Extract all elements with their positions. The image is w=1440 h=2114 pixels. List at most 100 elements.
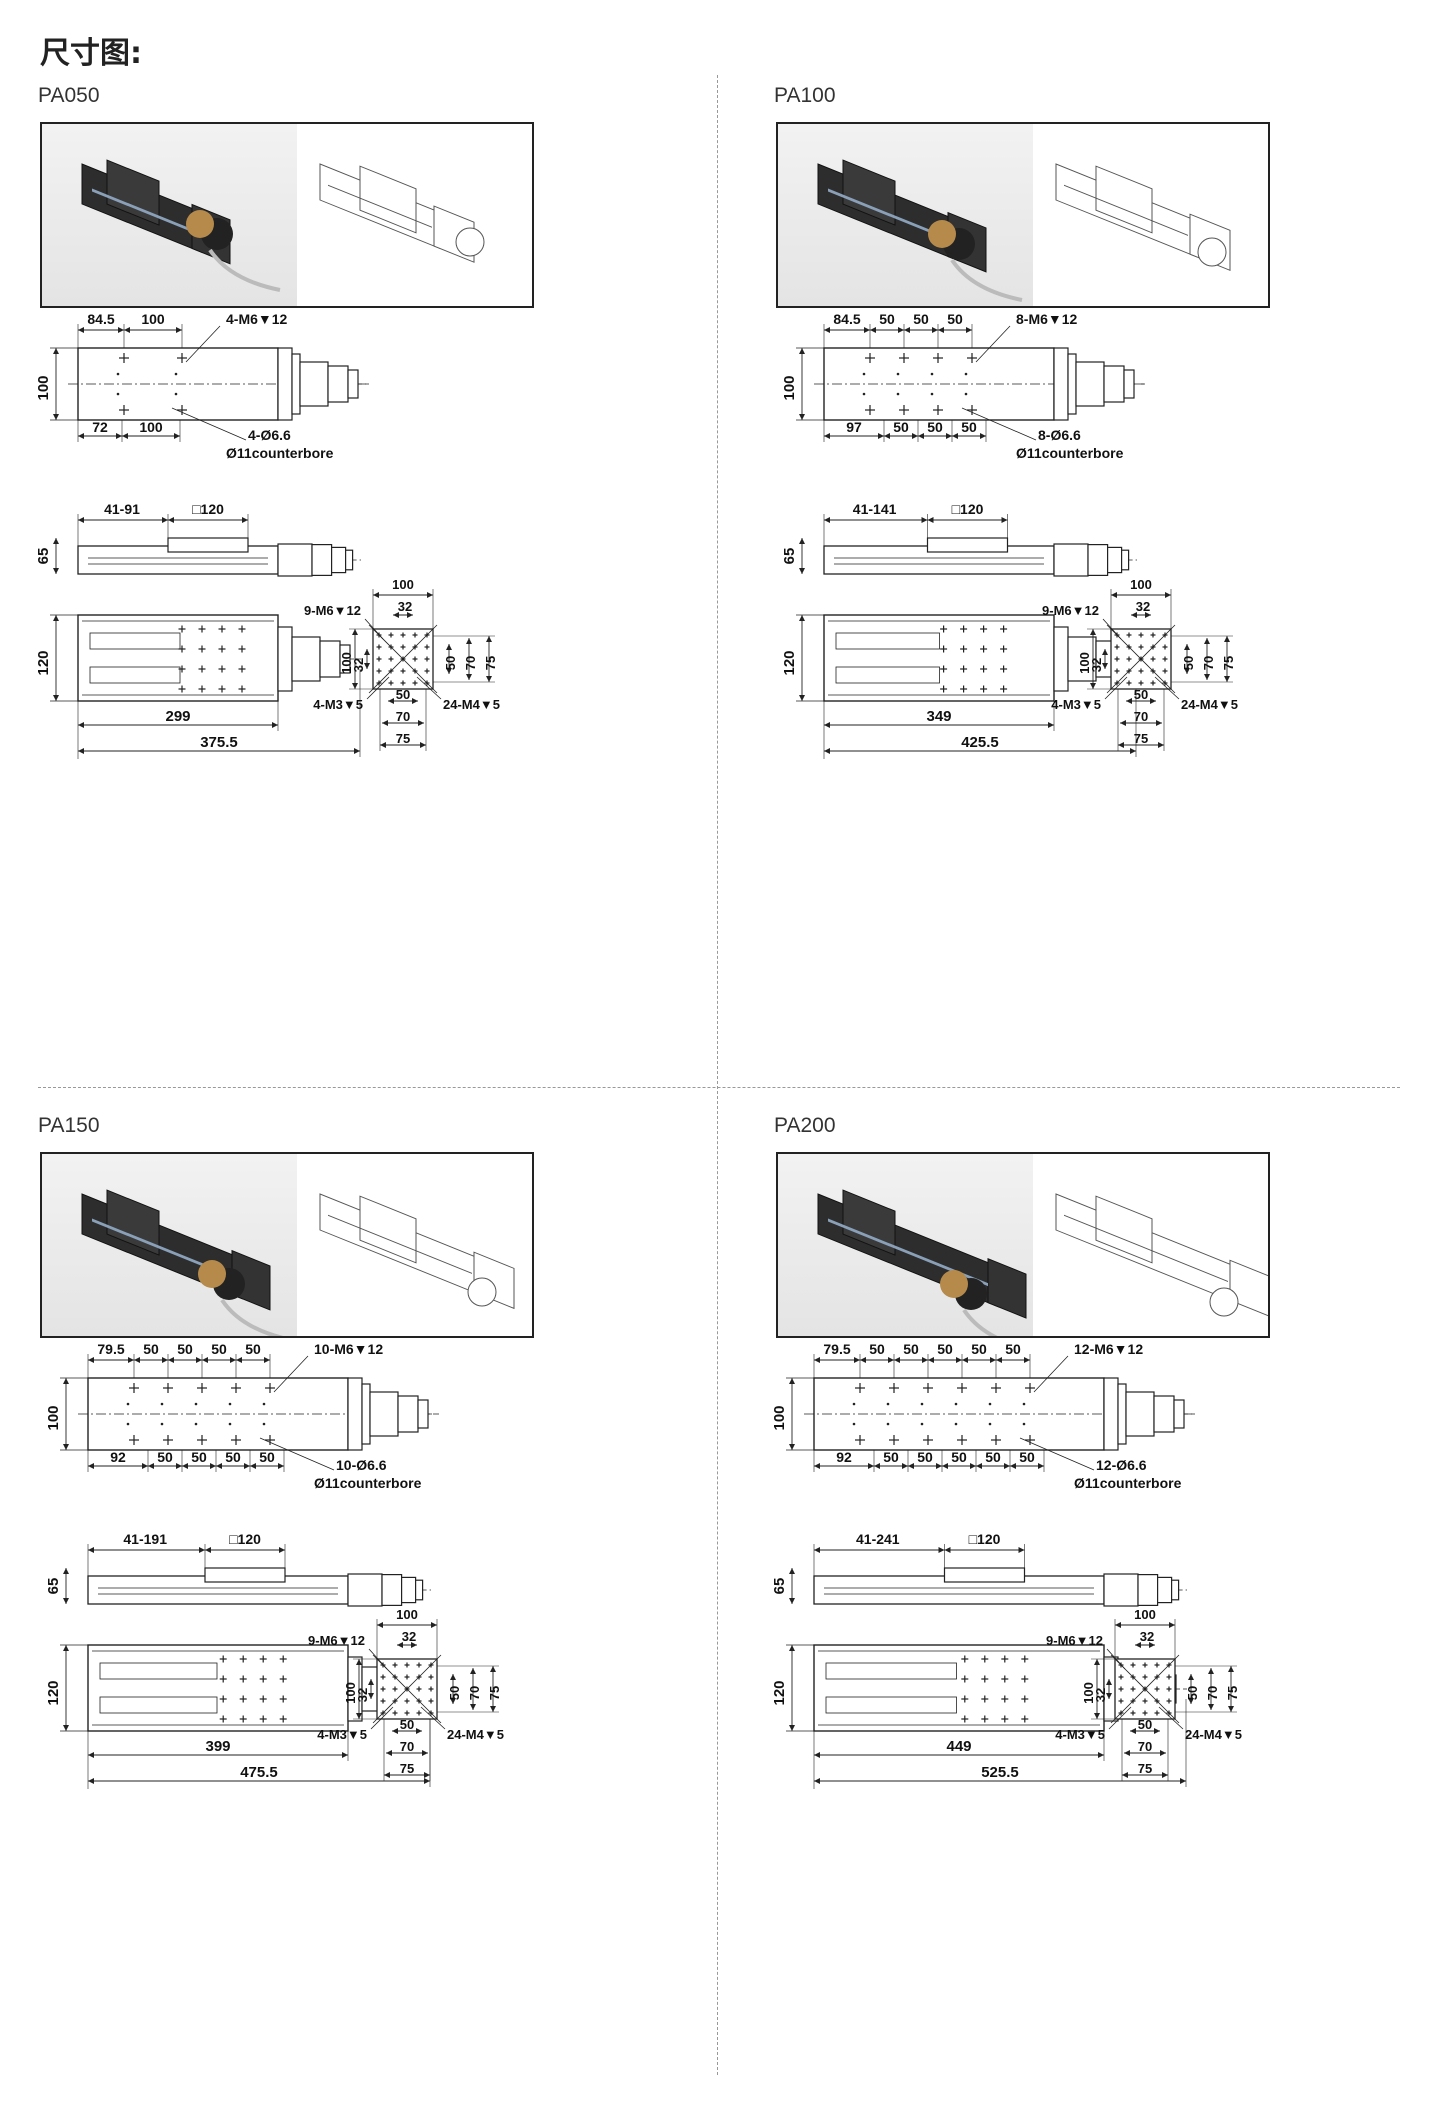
plate-m6-label: 9-M6▼12 (1042, 603, 1099, 618)
plate-height-label: 100 (339, 652, 354, 674)
plate-height-label: 100 (343, 1682, 358, 1704)
model-name: PA150 (38, 1114, 100, 1137)
product-photo (778, 1154, 1033, 1336)
top-view-height-label: 100 (45, 1405, 62, 1430)
plate-side-b-label: 70 (467, 1686, 482, 1700)
stage-line-drawing (319, 1193, 515, 1310)
plate-width-label: 100 (396, 1607, 418, 1622)
carriage-size-label: □120 (969, 1531, 1001, 1547)
carriage-size-label: □120 (229, 1531, 261, 1547)
counterbore-label: Ø11counterbore (314, 1475, 422, 1491)
plate-inner-width-label: 32 (1140, 1629, 1154, 1644)
product-photo-frame (776, 1152, 1270, 1338)
product-render (1036, 1154, 1268, 1336)
bottom-dim-label-3: 50 (951, 1449, 967, 1465)
top-dim-label-2: 50 (913, 311, 929, 327)
counterbore-label: Ø11counterbore (1016, 445, 1124, 461)
top-view-height-label: 100 (774, 1405, 788, 1430)
through-hole-label: 10-Ø6.6 (336, 1457, 387, 1473)
plate-width-label: 100 (392, 577, 414, 592)
bottom-dim-label-4: 50 (259, 1449, 275, 1465)
plate-inner-width-label: 32 (1136, 599, 1150, 614)
top-dim-label-1: 100 (141, 311, 165, 327)
top-dim-label-0: 84.5 (87, 311, 114, 327)
plate-bottom-a-label: 50 (1138, 1717, 1152, 1732)
bottom-dim-label-2: 50 (927, 419, 943, 435)
product-photo (42, 124, 297, 306)
plan-height-label: 120 (45, 1680, 62, 1705)
plate-bottom-c-label: 75 (1134, 731, 1148, 746)
total-length-label: 525.5 (981, 1764, 1019, 1781)
quadrant-pa150: PA150 (38, 1114, 728, 2114)
plate-m3-label: 4-M3▼5 (313, 697, 363, 712)
bottom-dim-label-0: 92 (110, 1449, 126, 1465)
bottom-dim-label-1: 50 (157, 1449, 173, 1465)
model-name: PA050 (38, 84, 100, 107)
plate-m6-label: 9-M6▼12 (1046, 1633, 1103, 1648)
bottom-dim-label-5: 50 (1019, 1449, 1035, 1465)
product-render (1036, 124, 1268, 306)
bottom-dim-label-4: 50 (985, 1449, 1001, 1465)
bottom-dim-label-1: 50 (893, 419, 909, 435)
carriage-size-label: □120 (192, 501, 224, 517)
plate-m6-label: 9-M6▼12 (308, 1633, 365, 1648)
body-length-label: 299 (165, 708, 190, 725)
plate-bottom-b-label: 70 (1134, 709, 1148, 724)
bottom-dim-label-2: 50 (191, 1449, 207, 1465)
plate-side-c-label: 75 (487, 1686, 502, 1700)
plate-inner-height-label: 32 (1093, 1688, 1108, 1702)
product-render (300, 1154, 532, 1336)
top-dim-label-2: 50 (177, 1341, 193, 1357)
product-photo (42, 1154, 297, 1336)
horizontal-divider (38, 1087, 1400, 1088)
travel-label: 41-91 (104, 501, 140, 517)
bottom-dim-label-0: 92 (836, 1449, 852, 1465)
bottom-dim-label-0: 72 (92, 419, 108, 435)
body-length-label: 399 (205, 1738, 230, 1755)
top-dim-label-5: 50 (1005, 1341, 1021, 1357)
product-render (300, 124, 532, 306)
top-view-height-label: 100 (781, 375, 798, 400)
stage-line-drawing (319, 163, 485, 263)
plate-m3-label: 4-M3▼5 (317, 1727, 367, 1742)
plate-side-a-label: 50 (1185, 1686, 1200, 1700)
through-hole-label: 12-Ø6.6 (1096, 1457, 1147, 1473)
top-view-height-label: 100 (38, 375, 52, 400)
side-height-label: 65 (781, 548, 798, 565)
plate-inner-height-label: 32 (355, 1688, 370, 1702)
counterbore-label: Ø11counterbore (226, 445, 334, 461)
plan-height-label: 120 (38, 650, 52, 675)
side-height-label: 65 (774, 1578, 788, 1595)
stage-photo-illustration (817, 159, 1023, 302)
through-hole-label: 8-Ø6.6 (1038, 427, 1081, 443)
plate-side-c-label: 75 (1225, 1686, 1240, 1700)
tap-hole-label: 12-M6▼12 (1074, 1341, 1143, 1357)
carriage-size-label: □120 (952, 501, 984, 517)
plate-height-label: 100 (1081, 1682, 1096, 1704)
model-name: PA100 (774, 84, 836, 107)
plate-side-b-label: 70 (1201, 656, 1216, 670)
total-length-label: 475.5 (240, 1764, 278, 1781)
quadrant-pa050: PA050 (38, 84, 728, 1084)
model-name: PA200 (774, 1114, 836, 1137)
plate-side-b-label: 70 (463, 656, 478, 670)
plate-inner-height-label: 32 (1089, 658, 1104, 672)
plate-bottom-a-label: 50 (1134, 687, 1148, 702)
top-dim-label-3: 50 (937, 1341, 953, 1357)
plate-side-b-label: 70 (1205, 1686, 1220, 1700)
plate-m6-label: 9-M6▼12 (304, 603, 361, 618)
body-length-label: 449 (946, 1738, 971, 1755)
plate-m3-label: 4-M3▼5 (1055, 1727, 1105, 1742)
plate-width-label: 100 (1130, 577, 1152, 592)
stage-photo-illustration (81, 159, 281, 292)
page-title: 尺寸图: (40, 36, 142, 71)
plate-side-a-label: 50 (443, 656, 458, 670)
